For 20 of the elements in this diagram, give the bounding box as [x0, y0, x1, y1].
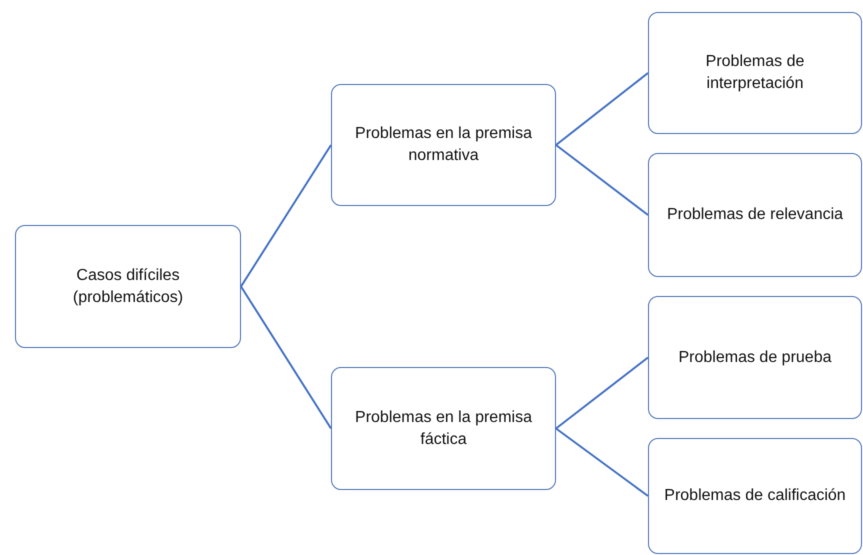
process-box — [331, 367, 556, 490]
process-box — [15, 225, 241, 348]
connector-line — [555, 428, 649, 497]
box-label: Problemas de interpretación — [704, 52, 806, 94]
box-label: Problemas de relevancia — [666, 205, 844, 226]
connector-line — [240, 144, 332, 288]
process-box — [648, 12, 862, 134]
connector-line — [555, 72, 649, 146]
process-box — [331, 84, 556, 206]
box-label: Problemas en la premisa normativa — [354, 124, 533, 166]
connector-line — [240, 286, 332, 430]
box-label: Problemas de prueba — [678, 348, 832, 368]
box-label: Problemas de calificación — [664, 486, 846, 506]
connector-line — [555, 356, 649, 430]
process-box — [648, 153, 862, 277]
box-label: Casos difíciles (problemáticos) — [72, 266, 184, 308]
process-box — [648, 438, 862, 554]
connector-line — [555, 144, 649, 216]
box-label: Problemas en la premisa fáctica — [354, 408, 533, 450]
process-box — [648, 296, 862, 419]
